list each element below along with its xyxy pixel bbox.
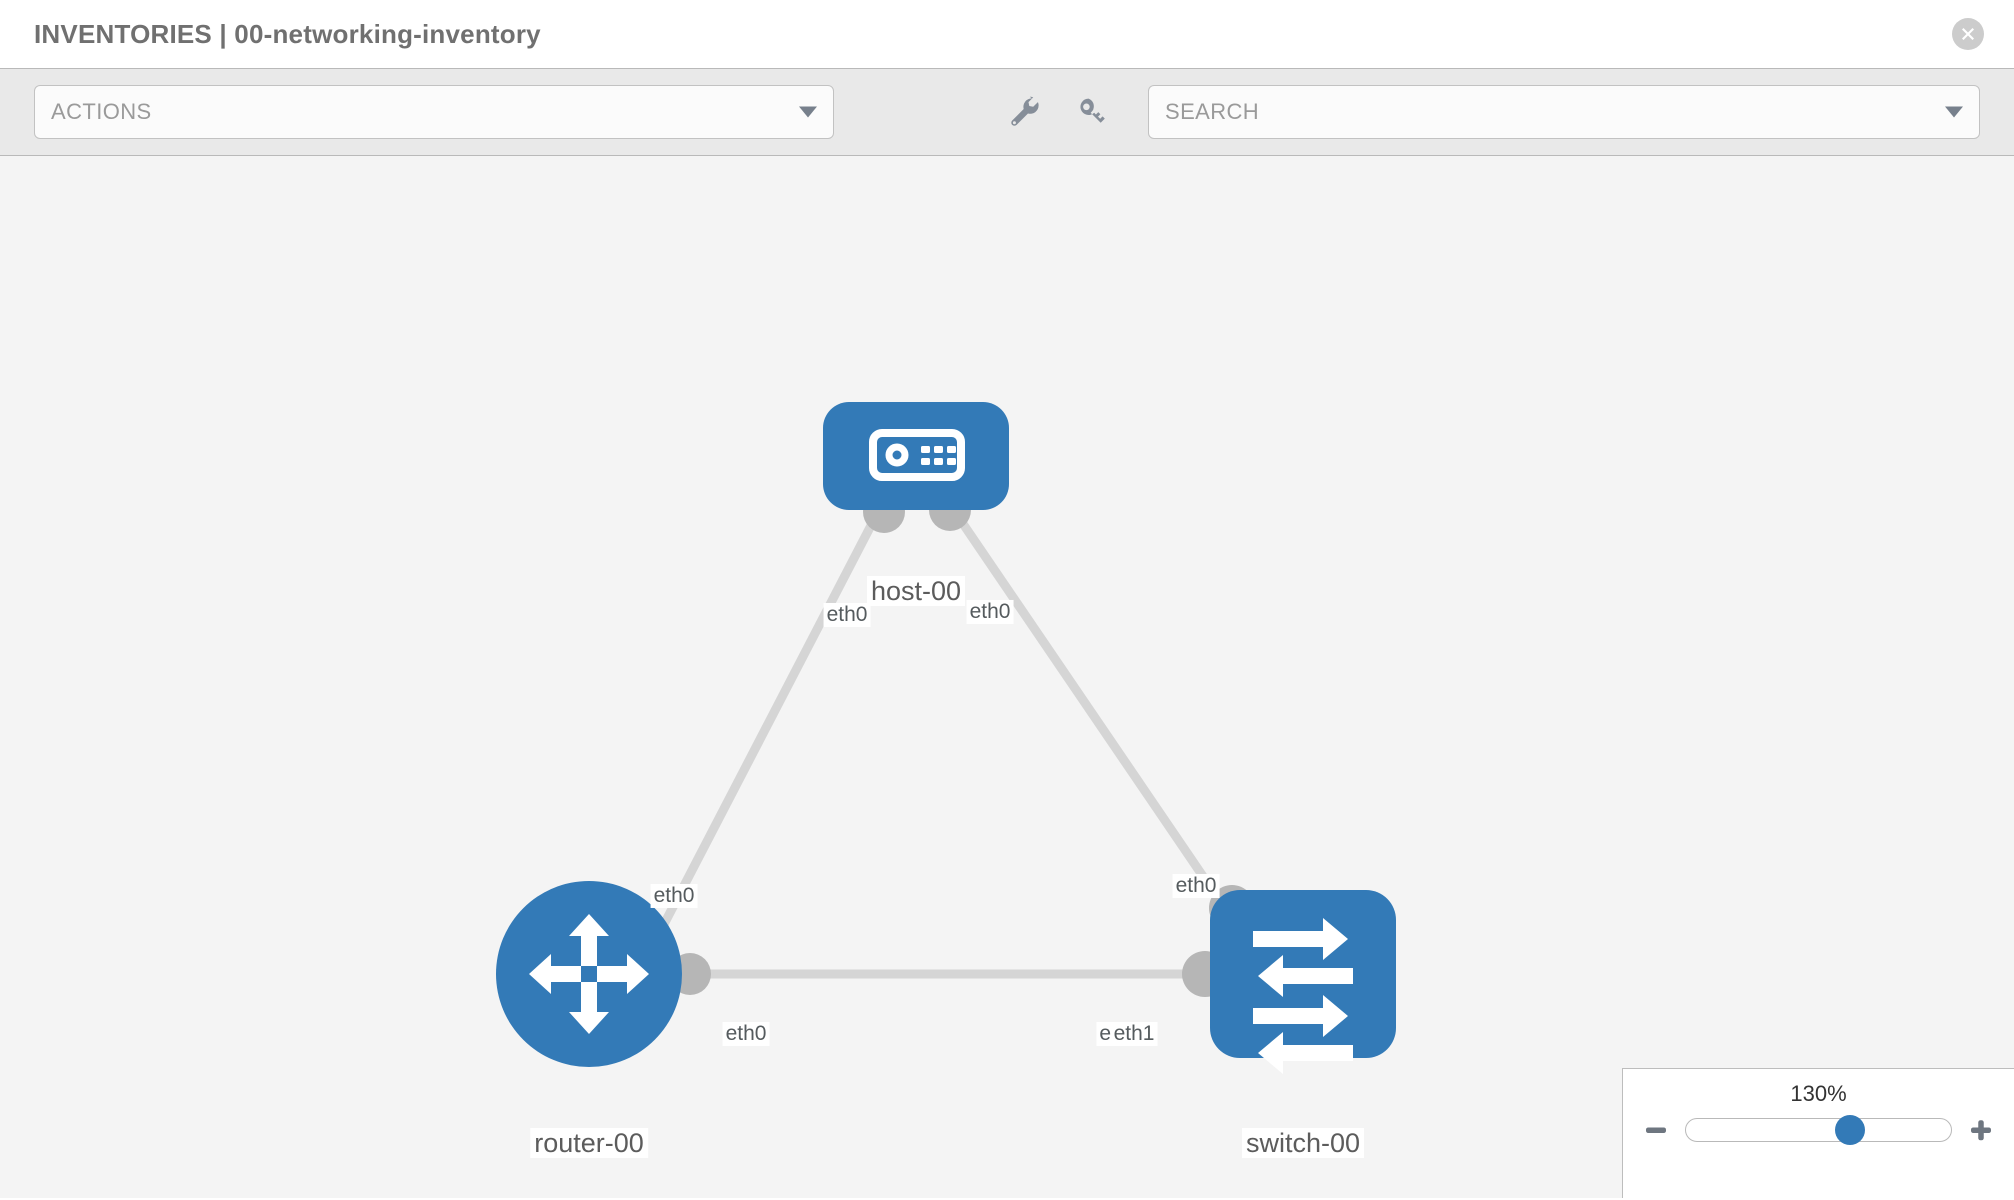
chevron-down-icon	[1945, 106, 1963, 118]
zoom-slider-track[interactable]	[1685, 1115, 1952, 1145]
zoom-slider-row	[1623, 1115, 2014, 1145]
node-switch-00[interactable]	[1210, 890, 1396, 1074]
page-header: INVENTORIES | 00-networking-inventory	[0, 0, 2014, 68]
minus-icon[interactable]	[1641, 1115, 1671, 1145]
port-label-switch00-eth0-uplink[interactable]: eth0	[1172, 873, 1220, 899]
page-title: INVENTORIES | 00-networking-inventory	[34, 18, 541, 49]
port-label-router00-eth0[interactable]: eth0	[722, 1021, 770, 1047]
node-label-host-00[interactable]: host-00	[866, 576, 966, 607]
server-appliance-icon	[869, 429, 965, 481]
node-host-00[interactable]	[823, 402, 1009, 510]
plus-icon[interactable]	[1966, 1115, 1996, 1145]
link-host00-router00[interactable]	[656, 509, 882, 935]
search-input-value: SEARCH	[1165, 99, 1260, 124]
zoom-percent-label: 130%	[1790, 1081, 1847, 1106]
switch-arrows-icon	[1253, 918, 1353, 1074]
topology-links	[656, 509, 1234, 979]
toolbar-icon-group	[1004, 92, 1112, 132]
key-icon[interactable]	[1072, 92, 1112, 132]
wrench-icon[interactable]	[1004, 92, 1044, 132]
actions-dropdown[interactable]: ACTIONS	[34, 85, 834, 139]
zoom-control-panel: 130%	[1622, 1068, 2014, 1198]
topology-graph	[496, 402, 1396, 1074]
close-icon[interactable]	[1952, 18, 1984, 50]
node-label-switch-00[interactable]: switch-00	[1241, 1128, 1365, 1159]
actions-dropdown-label: ACTIONS	[51, 99, 152, 124]
port-label-router00-eth0-uplink[interactable]: eth0	[650, 883, 698, 909]
port-label-host00-eth0-left[interactable]: eth0	[823, 602, 871, 628]
router-arrows-icon	[529, 914, 649, 1034]
port-label-host00-eth0-right[interactable]: eth0	[966, 599, 1014, 625]
node-label-router-00[interactable]: router-00	[530, 1128, 648, 1159]
toolbar: ACTIONS SEARCH	[0, 68, 2014, 156]
link-host00-switch00[interactable]	[951, 509, 1234, 919]
zoom-slider-thumb[interactable]	[1835, 1115, 1866, 1145]
search-input[interactable]: SEARCH	[1148, 85, 1980, 139]
chevron-down-icon	[799, 106, 817, 118]
node-router-00[interactable]	[496, 881, 682, 1067]
port-label-switch00-eth1[interactable]: eth1	[1110, 1021, 1158, 1047]
topology-canvas[interactable]: host-00 router-00 switch-00 eth0 eth0 et…	[0, 156, 2014, 1198]
